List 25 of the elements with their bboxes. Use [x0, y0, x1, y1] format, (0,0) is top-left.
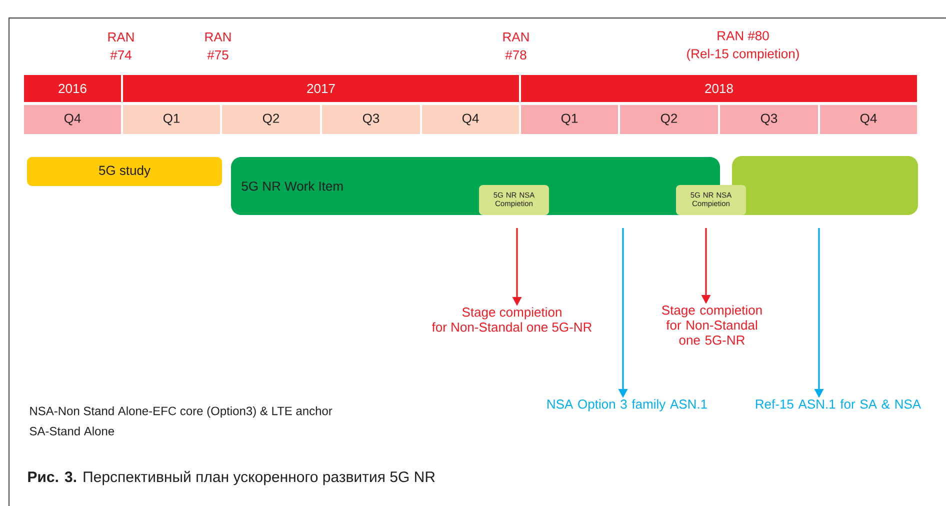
quarter-cell: Q4 — [422, 105, 519, 134]
note-text: NSA-Non Stand Alone-EFC core (Option3) & LTE anchor — [30, 406, 332, 418]
figure-caption: Рис. 3. Перспективный план ускоренного развития 5G NR — [28, 470, 435, 486]
phase-bar — [732, 156, 918, 215]
year-cell: 2018 — [521, 75, 917, 102]
quarter-cell: Q3 — [322, 105, 420, 134]
quarter-cell: Q4 — [820, 105, 917, 134]
note-text: SA-Stand Alone — [30, 426, 114, 436]
stage-text: Stage compietion for Non-Standal one 5G-NR — [662, 305, 762, 345]
year-cell: 2017 — [123, 75, 519, 102]
ran-label: RAN #80 (Rel-15 compietion) — [687, 31, 799, 61]
result-text: Ref-15 ASN.1 for SA & NSA — [756, 399, 922, 409]
quarter-cell: Q1 — [123, 105, 220, 134]
quarter-cell: Q2 — [620, 105, 718, 134]
quarter-cell: Q4 — [24, 105, 121, 134]
phase-bar: 5G study — [27, 157, 222, 186]
ran-label: RAN #78 — [503, 32, 529, 60]
ran-label: RAN #75 — [205, 32, 231, 60]
quarter-cell: Q3 — [720, 105, 818, 134]
quarter-cell: Q2 — [222, 105, 320, 134]
quarter-cell: Q1 — [521, 105, 618, 134]
stage-text: Stage compietion for Non-Standal one 5G-NR — [432, 307, 592, 332]
year-cell: 2016 — [24, 75, 121, 102]
ran-label: RAN #74 — [108, 32, 134, 60]
result-text: NSA Option 3 family ASN.1 — [548, 399, 707, 412]
